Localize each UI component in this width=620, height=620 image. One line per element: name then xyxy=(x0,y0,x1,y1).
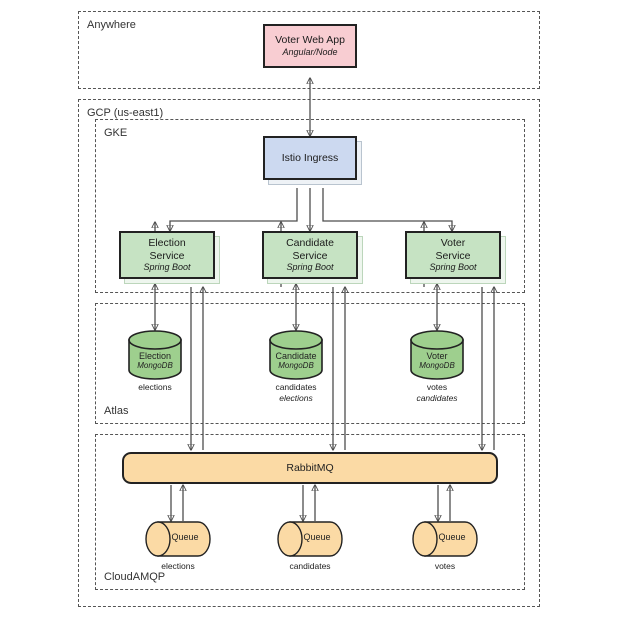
istio-ingress-title: Istio Ingress xyxy=(281,151,339,164)
election-database-collections: elections xyxy=(110,382,200,393)
votes-queue-caption: votes xyxy=(400,561,490,572)
node-voter-database[interactable]: Voter MongoDB xyxy=(410,330,464,380)
candidate-service-line1: Candidate xyxy=(286,236,334,249)
voter-web-app-subtitle: Angular/Node xyxy=(282,46,338,57)
candidates-queue-title: Queue xyxy=(303,532,331,542)
election-database-subtitle: MongoDB xyxy=(137,361,173,370)
zone-atlas: Atlas xyxy=(95,303,525,424)
zone-gke-label: GKE xyxy=(104,127,128,139)
node-election-service[interactable]: Election Service Spring Boot xyxy=(119,231,215,279)
election-collection-0: elections xyxy=(138,382,172,392)
candidate-database-title: Candidate xyxy=(275,351,317,361)
candidates-queue-caption-text: candidates xyxy=(289,561,331,571)
candidate-database-collections: candidates elections xyxy=(251,382,341,405)
queue-cylinder-shape xyxy=(412,521,478,557)
candidate-collection-0: candidates xyxy=(275,382,317,392)
candidates-queue-caption: candidates xyxy=(265,561,355,572)
election-database-title: Election xyxy=(138,351,172,361)
voter-service-line2: Service xyxy=(435,249,471,262)
votes-queue-title: Queue xyxy=(438,532,466,542)
candidate-service-subtitle: Spring Boot xyxy=(286,262,334,273)
node-voter-service[interactable]: Voter Service Spring Boot xyxy=(405,231,501,279)
cylinder-shape xyxy=(128,330,182,380)
node-candidate-database[interactable]: Candidate MongoDB xyxy=(269,330,323,380)
votes-queue-caption-text: votes xyxy=(434,561,456,571)
elections-queue-caption-text: elections xyxy=(161,561,195,571)
voter-database-subtitle: MongoDB xyxy=(419,361,455,370)
voter-web-app-title: Voter Web App xyxy=(275,34,345,47)
election-service-line2: Service xyxy=(149,249,185,262)
election-service-subtitle: Spring Boot xyxy=(143,262,191,273)
cylinder-shape xyxy=(410,330,464,380)
wire-ingress-election xyxy=(170,188,298,231)
zone-gcp-label: GCP (us-east1) xyxy=(87,107,164,119)
elections-queue-caption: elections xyxy=(133,561,223,572)
zone-cloudamqp-label: CloudAMQP xyxy=(104,571,166,583)
election-service-line1: Election xyxy=(148,236,186,249)
zone-atlas-label: Atlas xyxy=(104,405,129,417)
voter-database-collections: votes candidates xyxy=(392,382,482,405)
candidate-service-line2: Service xyxy=(292,249,328,262)
node-votes-queue[interactable]: Queue xyxy=(412,521,478,557)
node-elections-queue[interactable]: Queue xyxy=(145,521,211,557)
voter-service-subtitle: Spring Boot xyxy=(429,262,477,273)
node-election-database[interactable]: Election MongoDB xyxy=(128,330,182,380)
queue-cylinder-shape xyxy=(145,521,211,557)
node-candidate-service[interactable]: Candidate Service Spring Boot xyxy=(262,231,358,279)
node-rabbitmq[interactable]: RabbitMQ xyxy=(122,452,498,484)
node-istio-ingress[interactable]: Istio Ingress xyxy=(263,136,357,180)
zone-anywhere-label: Anywhere xyxy=(87,19,136,31)
queue-cylinder-shape xyxy=(277,521,343,557)
wire-ingress-voter xyxy=(322,188,452,231)
zone-cloudamqp: CloudAMQP xyxy=(95,434,525,590)
voter-collection-0: votes xyxy=(426,382,448,392)
node-voter-web-app[interactable]: Voter Web App Angular/Node xyxy=(263,24,357,68)
voter-database-title: Voter xyxy=(426,351,448,361)
elections-queue-title: Queue xyxy=(171,532,199,542)
voter-collection-1: candidates xyxy=(416,393,458,404)
candidate-collection-1: elections xyxy=(279,393,313,404)
node-candidates-queue[interactable]: Queue xyxy=(277,521,343,557)
candidate-database-subtitle: MongoDB xyxy=(278,361,314,370)
voter-service-line1: Voter xyxy=(440,236,466,249)
rabbitmq-title: RabbitMQ xyxy=(286,462,334,474)
cylinder-shape xyxy=(269,330,323,380)
